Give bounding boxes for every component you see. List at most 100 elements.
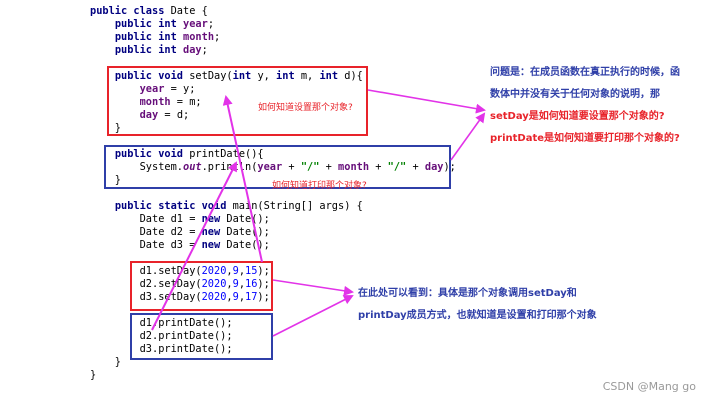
code-token: month bbox=[183, 31, 215, 43]
code-token: month bbox=[139, 96, 171, 108]
arrow-setcalls-up-to-setday bbox=[222, 95, 263, 263]
answer-line-1: 在此处可以看到：具体是那个对象调用setDay和 bbox=[358, 288, 577, 299]
question-line-2: 数体中并没有关于任何对象的说明，那 bbox=[490, 89, 660, 100]
code-token: Date { bbox=[170, 5, 208, 17]
code-token: public void bbox=[114, 148, 190, 160]
code-token: , bbox=[238, 278, 246, 290]
code-token: + bbox=[406, 161, 425, 173]
code-token: main(String[] args) { bbox=[232, 200, 363, 212]
code-token: + bbox=[282, 161, 301, 173]
code-token: 16 bbox=[245, 278, 258, 290]
code-token: public static void bbox=[114, 200, 233, 212]
watermark: CSDN @Mang go bbox=[602, 380, 696, 393]
code-token: y, bbox=[257, 70, 277, 82]
code-token: public int bbox=[114, 44, 184, 56]
code-token: setDay( bbox=[189, 70, 233, 82]
code-token: = d; bbox=[158, 109, 190, 121]
code-token: d1.printDate(); bbox=[90, 317, 233, 329]
code-token: ); bbox=[257, 291, 270, 303]
setday-calls-box bbox=[130, 261, 273, 311]
code-line: year = y; bbox=[90, 83, 196, 96]
code-token: , bbox=[226, 291, 233, 303]
code-token: d1.setDay( bbox=[90, 265, 202, 277]
code-token: day bbox=[424, 161, 444, 173]
code-line: public int year; bbox=[90, 18, 214, 31]
code-line: } bbox=[90, 369, 96, 382]
code-token: int bbox=[276, 70, 301, 82]
printdate-note: 如何知道打印那个对象? bbox=[272, 181, 367, 191]
code-line: Date d2 = new Date(); bbox=[90, 226, 270, 239]
code-token: m, bbox=[300, 70, 320, 82]
code-token: = m; bbox=[170, 96, 202, 108]
code-line: d1.setDay(2020,9,15); bbox=[90, 265, 270, 278]
answer-line-2: printDay成员方式，也就知道是设置和打印那个对象 bbox=[358, 310, 597, 321]
answer-annotation: 在此处可以看到：具体是那个对象调用setDay和 printDay成员方式，也就… bbox=[358, 283, 597, 327]
code-line: } bbox=[90, 174, 121, 187]
code-token: Date d3 = bbox=[90, 239, 202, 251]
code-token: + bbox=[369, 161, 388, 173]
code-token: new bbox=[201, 226, 227, 238]
code-token: = y; bbox=[164, 83, 196, 95]
code-line: d2.printDate(); bbox=[90, 330, 233, 343]
code-token: , bbox=[238, 265, 246, 277]
code-token: 2020 bbox=[201, 278, 227, 290]
code-token: 9 bbox=[232, 291, 239, 303]
code-token: day bbox=[183, 44, 202, 56]
code-token: public int bbox=[114, 31, 184, 43]
code-line: public static void main(String[] args) { bbox=[90, 200, 363, 213]
setday-note: 如何知道设置那个对象? bbox=[258, 103, 353, 113]
code-line: d1.printDate(); bbox=[90, 317, 233, 330]
code-line: d2.setDay(2020,9,16); bbox=[90, 278, 270, 291]
arrow-printcalls-up-to-printdate bbox=[151, 161, 237, 331]
code-token: Date(); bbox=[226, 213, 270, 225]
code-token: Date d1 = bbox=[90, 213, 202, 225]
code-token: year bbox=[139, 83, 165, 95]
question-line-1: 问题是：在成员函数在真正执行的时候，函 bbox=[490, 67, 680, 78]
code-line: public void setDay(int y, int m, int d){ bbox=[90, 70, 363, 83]
code-token: "/" bbox=[300, 161, 320, 173]
printdate-method-box bbox=[104, 145, 451, 189]
code-token: + bbox=[319, 161, 339, 173]
code-line: d3.setDay(2020,9,17); bbox=[90, 291, 270, 304]
code-token: month bbox=[338, 161, 370, 173]
printdate-calls-box bbox=[130, 313, 273, 360]
code-token: } bbox=[90, 122, 121, 134]
code-token: } bbox=[90, 174, 121, 186]
code-token: ); bbox=[257, 265, 270, 277]
code-line: d3.printDate(); bbox=[90, 343, 233, 356]
code-token: d){ bbox=[344, 70, 363, 82]
code-line: public class Date { bbox=[90, 5, 208, 18]
code-token: d3.setDay( bbox=[90, 291, 202, 303]
code-token: out bbox=[183, 161, 202, 173]
code-token: } bbox=[90, 356, 121, 368]
code-token: public int bbox=[114, 18, 184, 30]
arrow-setday-to-question bbox=[367, 89, 486, 114]
code-token: , bbox=[226, 265, 233, 277]
code-token: int bbox=[319, 70, 345, 82]
code-token: , bbox=[226, 278, 233, 290]
code-token: d3.printDate(); bbox=[90, 343, 233, 355]
arrow-printcalls-to-answer bbox=[272, 295, 354, 337]
code-line: } bbox=[90, 122, 121, 135]
code-token: , bbox=[238, 291, 246, 303]
code-token: 9 bbox=[232, 278, 239, 290]
code-line: public void printDate(){ bbox=[90, 148, 264, 161]
code-token: Date(); bbox=[226, 226, 270, 238]
code-token: int bbox=[232, 70, 258, 82]
code-token: d2.setDay( bbox=[90, 278, 202, 290]
setday-method-box bbox=[107, 66, 368, 136]
code-line: Date d3 = new Date(); bbox=[90, 239, 270, 252]
code-token: "/" bbox=[387, 161, 407, 173]
code-token: ; bbox=[214, 31, 221, 43]
arrow-printdate-to-question bbox=[450, 112, 486, 161]
code-token: ; bbox=[207, 18, 215, 30]
arrow-setcalls-to-answer bbox=[272, 279, 354, 296]
code-token: 2020 bbox=[201, 291, 227, 303]
code-token: printDate(){ bbox=[189, 148, 264, 160]
code-line: } bbox=[90, 356, 121, 369]
code-token: Date d2 = bbox=[90, 226, 202, 238]
code-line: public int month; bbox=[90, 31, 220, 44]
code-token: 9 bbox=[232, 265, 239, 277]
code-line: public int day; bbox=[90, 44, 208, 57]
